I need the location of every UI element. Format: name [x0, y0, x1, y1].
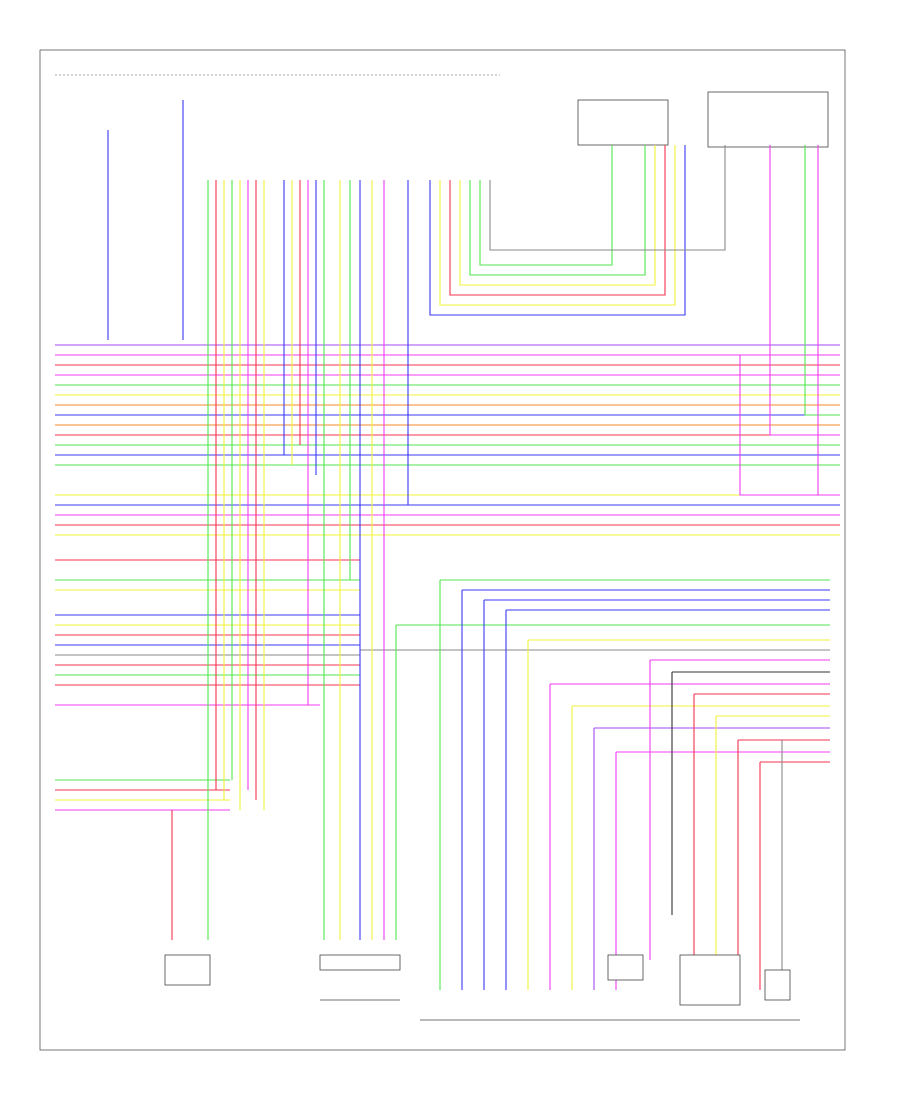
vertical-wires-left: [107, 100, 265, 940]
component-bottom-left-switch: [164, 954, 211, 986]
vertical-wires-center: [283, 180, 409, 940]
component-top-left-1: [70, 62, 120, 100]
right-bus-wires: [360, 579, 830, 763]
horizontal-bus-wires: [55, 344, 840, 811]
upper-loop-wires: [55, 74, 840, 496]
bottom-module-wires: [439, 580, 783, 990]
component-bottom-right-module: [420, 954, 800, 1021]
diagram-frame: [39, 49, 846, 1051]
component-bottom-mid-connector: [319, 954, 401, 1001]
component-top-right-2: [707, 91, 829, 148]
component-top-right-1: [577, 99, 669, 146]
